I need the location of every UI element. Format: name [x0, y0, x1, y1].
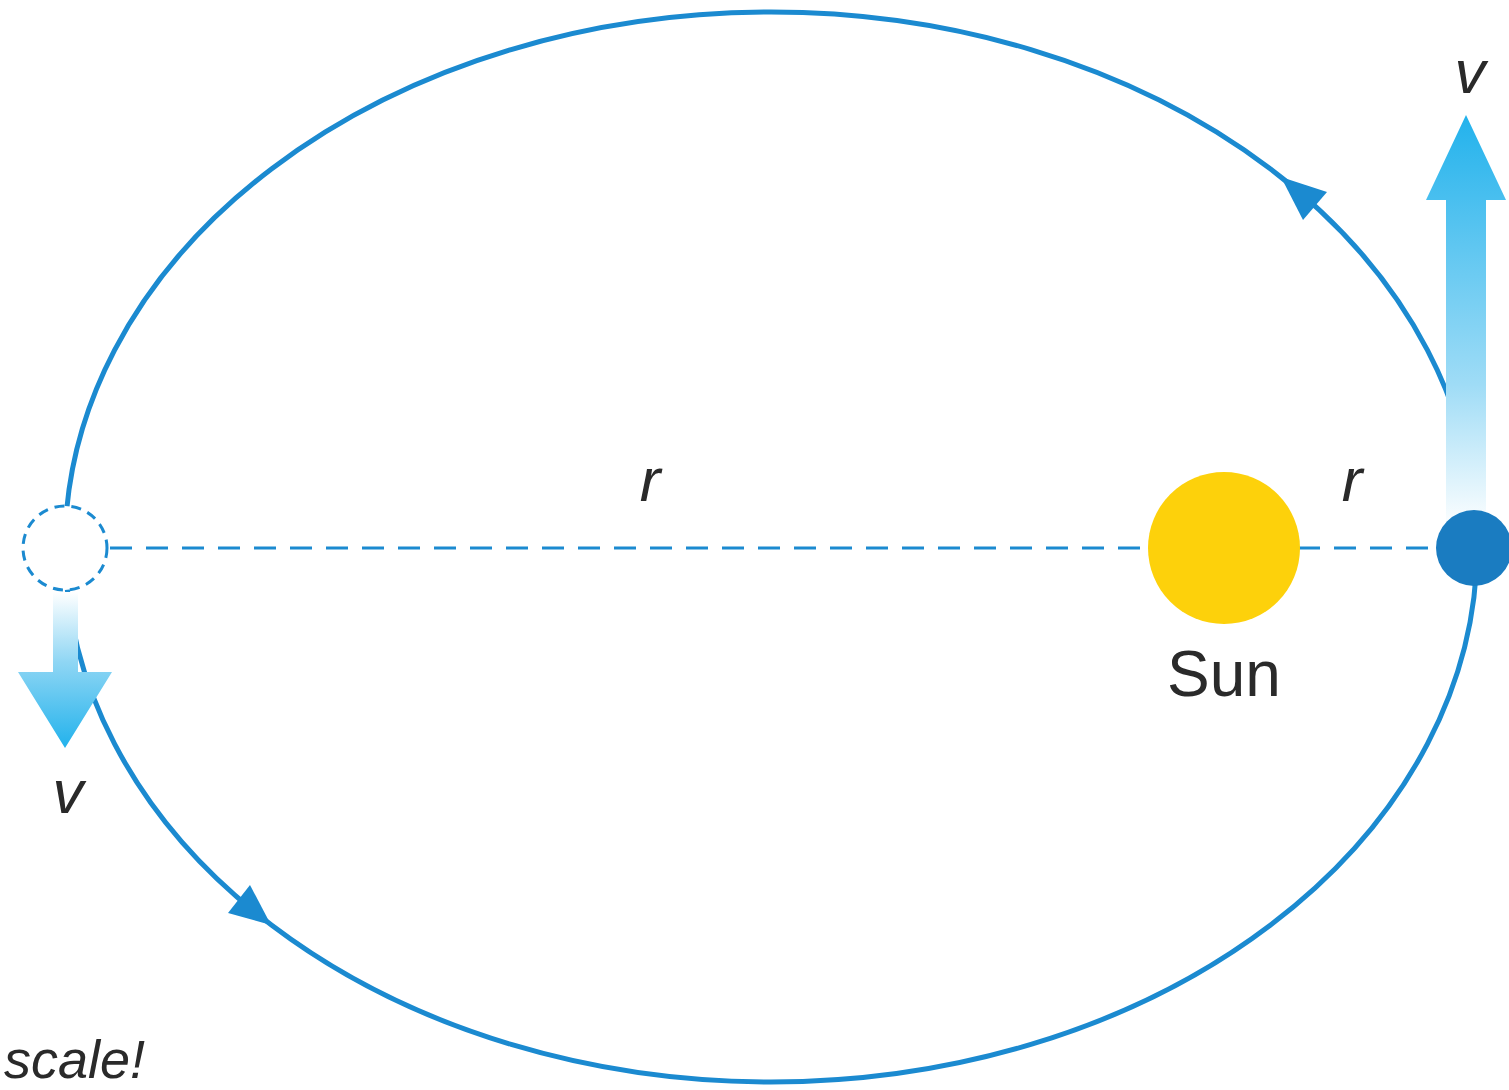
sun-label: Sun — [1124, 642, 1324, 706]
sun-circle — [1148, 472, 1300, 624]
velocity-label: v — [1455, 41, 1486, 103]
orbit-ellipse — [65, 12, 1477, 1082]
sun-disc — [1124, 472, 1324, 624]
planet-ghost — [23, 506, 107, 590]
velocity-label: v — [53, 761, 84, 823]
direction-arrowhead — [1281, 177, 1327, 220]
velocity-arrow — [18, 592, 112, 748]
distance-label: r — [1342, 449, 1363, 511]
direction-arrowhead — [228, 885, 271, 925]
note-text: scale! — [4, 1032, 145, 1086]
sun-node: Sun — [1124, 472, 1324, 706]
velocity-arrow — [1426, 115, 1506, 530]
distance-label: r — [640, 449, 661, 511]
planet — [1436, 510, 1509, 586]
